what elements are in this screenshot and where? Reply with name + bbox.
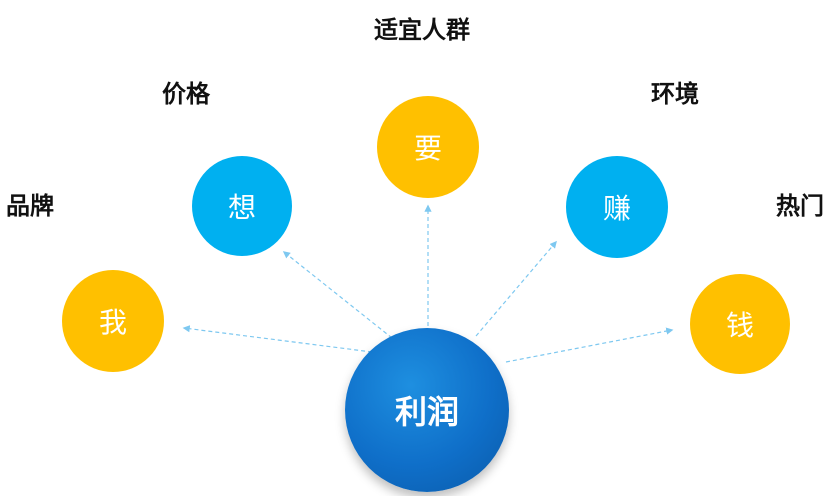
node-xiang: 想 xyxy=(192,156,292,256)
node-qian-text: 钱 xyxy=(725,309,754,342)
label-environment: 环境 xyxy=(651,80,699,108)
node-center-profit: 利润 xyxy=(345,328,509,492)
node-zhuan-text: 赚 xyxy=(602,192,631,225)
node-qian: 钱 xyxy=(690,274,790,374)
node-wo: 我 xyxy=(62,270,164,372)
label-audience: 适宜人群 xyxy=(374,16,470,44)
node-center-text: 利润 xyxy=(394,393,459,431)
label-popular: 热门 xyxy=(776,192,824,220)
node-xiang-text: 想 xyxy=(227,191,256,224)
connector-to-zhuan xyxy=(475,240,557,337)
connector-to-wo xyxy=(182,325,373,353)
connector-to-xiang xyxy=(282,251,393,339)
node-zhuan: 赚 xyxy=(566,156,668,258)
node-yao-text: 要 xyxy=(413,132,442,165)
node-wo-text: 我 xyxy=(98,306,127,339)
connector-to-qian xyxy=(505,327,674,363)
label-price: 价格 xyxy=(162,80,210,108)
node-yao: 要 xyxy=(377,96,479,198)
label-brand: 品牌 xyxy=(6,192,54,220)
